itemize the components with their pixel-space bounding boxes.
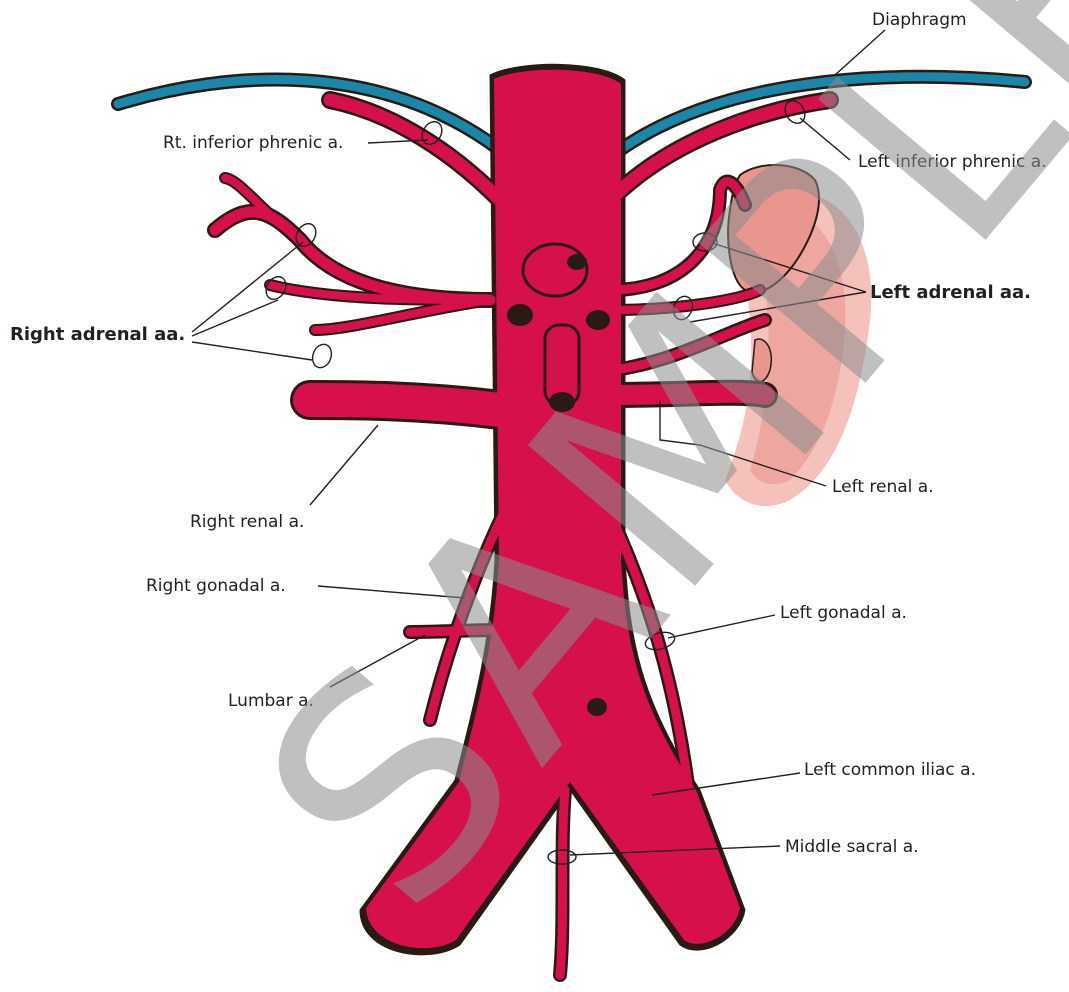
label-rt-inferior-phrenic: Rt. inferior phrenic a. (163, 133, 343, 153)
label-right-adrenal: Right adrenal aa. (10, 324, 185, 345)
label-right-renal: Right renal a. (190, 512, 304, 532)
label-left-gonadal: Left gonadal a. (780, 603, 907, 623)
label-right-gonadal: Right gonadal a. (146, 576, 286, 596)
label-middle-sacral: Middle sacral a. (785, 837, 919, 857)
label-left-common-iliac: Left common iliac a. (804, 760, 976, 780)
